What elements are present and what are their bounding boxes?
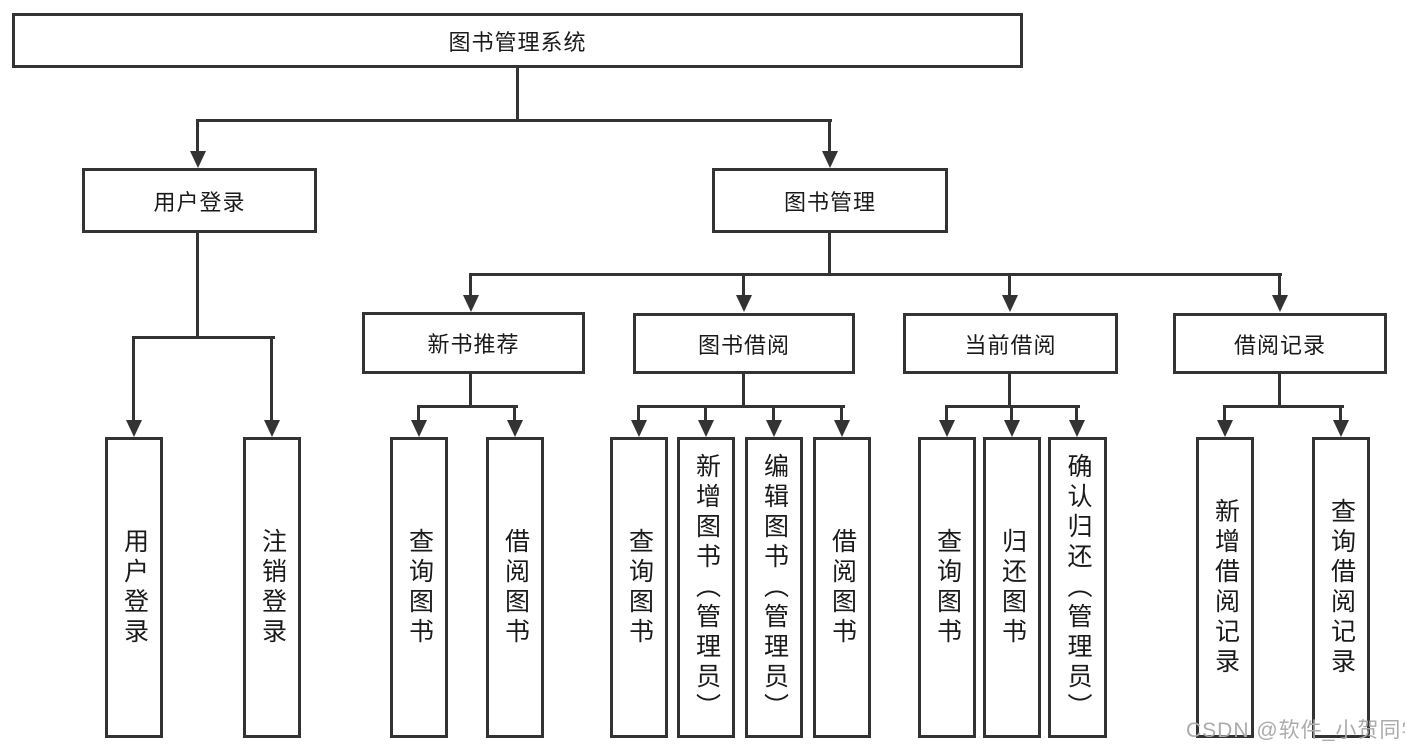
arrowhead-icon (1002, 295, 1018, 312)
arrowhead-icon (1004, 420, 1020, 437)
leaf-query-book-1-label: 查询图书 (405, 527, 434, 648)
leaf-edit-book-admin-label: 编辑图书（管理员） (760, 452, 789, 723)
connector (469, 374, 472, 408)
node-root-label: 图书管理系统 (448, 29, 587, 55)
csdn-watermark: CSDN @软件_小贺同学 (1186, 719, 1405, 742)
arrowhead-icon (698, 420, 714, 437)
arrowhead-icon (264, 420, 280, 437)
connector (1339, 405, 1342, 422)
arrowhead-icon (1217, 420, 1233, 437)
connector (704, 405, 707, 422)
leaf-add-book-admin: 新增图书（管理员） (677, 437, 735, 738)
node-book-management: 图书管理 (712, 168, 948, 233)
connector (1278, 374, 1281, 408)
leaf-query-borrow-record-label: 查询借阅记录 (1327, 497, 1356, 678)
leaf-add-book-admin-label: 新增图书（管理员） (692, 452, 721, 723)
arrowhead-icon (766, 420, 782, 437)
connector (132, 336, 275, 339)
node-book-borrow-label: 图书借阅 (697, 332, 790, 358)
leaf-query-book-2-label: 查询图书 (625, 527, 654, 648)
leaf-query-borrow-record: 查询借阅记录 (1312, 437, 1370, 738)
connector (1223, 405, 1226, 422)
leaf-logout: 注销登录 (243, 437, 301, 738)
leaf-query-book-3-label: 查询图书 (933, 527, 962, 648)
connector (1075, 405, 1078, 422)
connector (742, 374, 745, 408)
node-root: 图书管理系统 (12, 13, 1023, 68)
connector (516, 68, 519, 121)
connector (1008, 374, 1011, 408)
arrowhead-icon (834, 420, 850, 437)
leaf-borrow-book-2-label: 借阅图书 (828, 527, 857, 648)
leaf-borrow-book-2: 借阅图书 (813, 437, 871, 738)
connector (469, 273, 1282, 276)
arrowhead-icon (1333, 420, 1349, 437)
leaf-add-borrow-record: 新增借阅记录 (1196, 437, 1254, 738)
leaf-return-book-label: 归还图书 (998, 527, 1027, 648)
leaf-confirm-return-admin-label: 确认归还（管理员） (1064, 452, 1092, 723)
connector (637, 405, 640, 422)
connector (945, 405, 948, 422)
connector (469, 273, 472, 297)
leaf-confirm-return-admin: 确认归还（管理员） (1048, 437, 1107, 738)
node-user-login: 用户登录 (82, 168, 317, 233)
leaf-return-book: 归还图书 (983, 437, 1041, 738)
leaf-query-book-1: 查询图书 (390, 437, 448, 738)
leaf-user-login: 用户登录 (105, 437, 163, 738)
connector (840, 405, 843, 422)
node-borrow-record-label: 借阅记录 (1233, 332, 1326, 358)
arrowhead-icon (126, 420, 142, 437)
arrowhead-icon (411, 420, 427, 437)
arrowhead-icon (463, 295, 479, 312)
node-book-borrow: 图书借阅 (633, 313, 855, 374)
node-user-login-label: 用户登录 (153, 189, 246, 215)
connector (196, 233, 199, 339)
leaf-borrow-book-1-label: 借阅图书 (501, 527, 530, 648)
connector (1008, 273, 1011, 297)
connector (417, 405, 518, 408)
connector (270, 336, 273, 422)
connector (1010, 405, 1013, 422)
connector (772, 405, 775, 422)
connector (417, 405, 420, 422)
connector (1278, 273, 1281, 297)
node-borrow-record: 借阅记录 (1173, 313, 1387, 374)
arrowhead-icon (507, 420, 523, 437)
connector (132, 336, 135, 422)
leaf-query-book-3: 查询图书 (918, 437, 976, 738)
connector (828, 233, 831, 276)
connector (196, 119, 832, 122)
connector (637, 405, 845, 408)
node-current-borrow: 当前借阅 (903, 313, 1118, 374)
leaf-borrow-book-1: 借阅图书 (486, 437, 544, 738)
leaf-query-book-2: 查询图书 (610, 437, 668, 738)
leaf-user-login-label: 用户登录 (120, 527, 149, 648)
node-new-book-recommend: 新书推荐 (362, 312, 585, 374)
connector (513, 405, 516, 422)
arrowhead-icon (631, 420, 647, 437)
arrowhead-icon (939, 420, 955, 437)
arrowhead-icon (1272, 295, 1288, 312)
arrowhead-icon (736, 295, 752, 312)
node-new-book-recommend-label: 新书推荐 (427, 332, 520, 357)
connector (196, 119, 199, 153)
leaf-logout-label: 注销登录 (258, 527, 287, 648)
node-book-management-label: 图书管理 (783, 189, 876, 215)
connector (742, 273, 745, 297)
leaf-edit-book-admin: 编辑图书（管理员） (745, 437, 803, 738)
node-current-borrow-label: 当前借阅 (964, 332, 1057, 358)
arrowhead-icon (190, 151, 206, 168)
arrowhead-icon (1069, 420, 1085, 437)
arrowhead-icon (822, 151, 838, 168)
leaf-add-borrow-record-label: 新增借阅记录 (1211, 497, 1240, 678)
connector (1223, 405, 1344, 408)
connector (828, 119, 831, 153)
